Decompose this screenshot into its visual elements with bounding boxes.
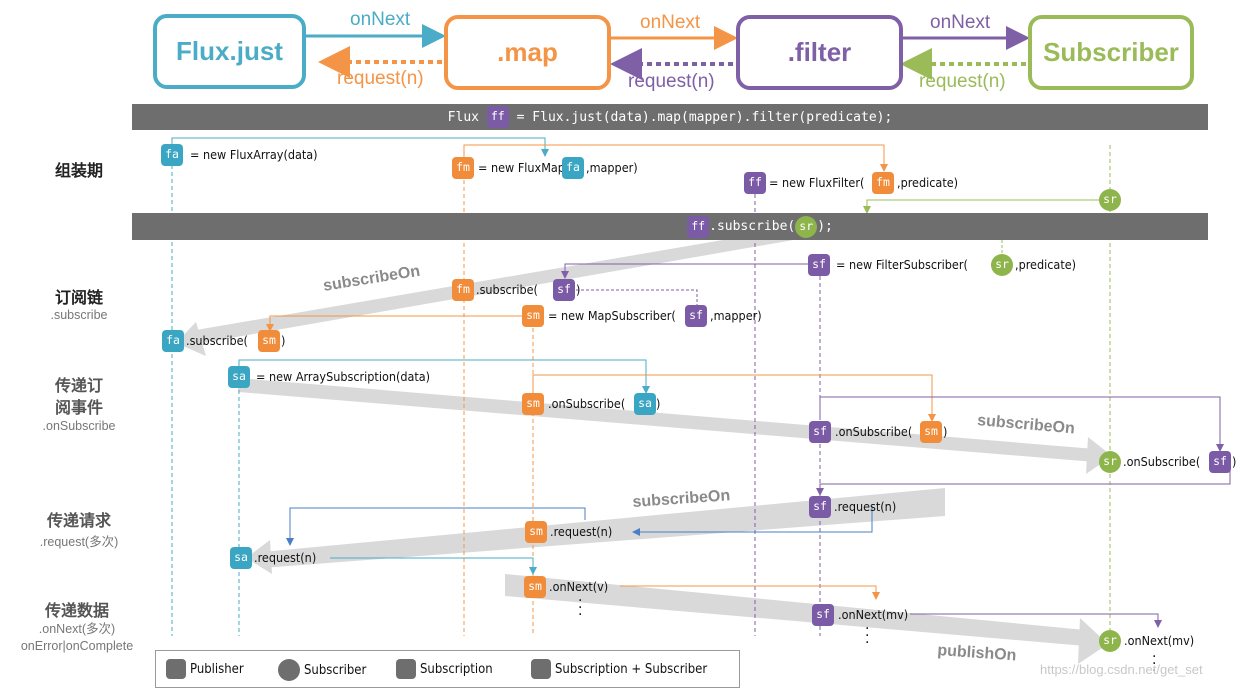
ff-badge: ff [687, 215, 710, 238]
fm-subscribe-text: .subscribe( [476, 282, 538, 297]
sf-badge: sf [809, 496, 831, 518]
sr-on-subscribe-text: .onSubscribe( [1123, 454, 1201, 469]
sm-badge: sm [522, 393, 544, 415]
sm-badge: sm [258, 330, 280, 352]
more-dots: ··· [578, 593, 583, 623]
fa-subscribe-text: .subscribe( [186, 333, 248, 348]
sf-request-text: .request(n) [834, 499, 897, 514]
stage-box-flux-just: Flux.just [153, 14, 306, 89]
stage-box-map: .map [444, 15, 611, 90]
onnext-label-3: onNext [930, 12, 991, 33]
close-paren: ) [1232, 454, 1237, 469]
sm-badge: sm [525, 521, 547, 543]
sr-badge: sr [1099, 630, 1121, 652]
sf-badge: sf [808, 254, 830, 276]
stage-box-subscriber: Subscriber [1028, 15, 1194, 90]
sr-badge: sr [991, 254, 1013, 276]
sf-on-next-text: .onNext(mv) [838, 607, 909, 622]
ff-badge: ff [486, 106, 509, 128]
legend-subscriber: Subscriber [278, 659, 366, 681]
onnext-label-1: onNext [350, 9, 411, 30]
close-paren: ) [943, 424, 948, 439]
sa-badge: sa [228, 366, 250, 388]
sr-badge: sr [1099, 189, 1121, 211]
square-icon [396, 659, 416, 679]
close-paren: ) [656, 396, 661, 411]
fa-badge: fa [161, 144, 183, 166]
code-bar-subscribe: ff .subscribe( sr ); [132, 213, 1208, 240]
sf-badge: sf [812, 604, 834, 626]
sa-badge: sa [230, 547, 252, 569]
sm-on-next-text: .onNext(v) [549, 579, 609, 594]
sf-new-predicate: ,predicate) [1015, 257, 1077, 272]
phase-subscribe-chain: 订阅链.subscribe [50, 288, 108, 322]
fm-new-mapper: ,mapper) [586, 160, 638, 175]
legend-subscription-subscriber: Subscription + Subscriber [531, 659, 707, 679]
sa-new-text: = new ArraySubscription(data) [256, 369, 431, 384]
phase-assembly: 组装期 [54, 161, 103, 180]
sr-badge: sr [795, 215, 818, 238]
legend-subscription: Subscription [396, 659, 493, 679]
close-paren: ) [281, 333, 286, 348]
sr-badge: sr [1099, 451, 1121, 473]
ff-badge: ff [744, 172, 766, 194]
watermark: https://blog.csdn.net/get_set [1040, 662, 1203, 677]
sa-badge: sa [634, 393, 656, 415]
fm-badge: fm [872, 172, 894, 194]
square-icon [531, 659, 551, 679]
phase-on-subscribe: 传递订 阅事件.onSubscribe [42, 376, 116, 433]
legend-publisher: Publisher [166, 659, 244, 679]
phase-request: 传递请求.request(多次) [39, 511, 119, 549]
close-paren: ) [576, 282, 581, 297]
sf-badge: sf [553, 279, 575, 301]
sf-badge: sf [1209, 451, 1231, 473]
fm-new-text: = new FluxMap( [478, 160, 570, 175]
phase-on-next: 传递数据.onNext(多次) onError|onComplete [20, 601, 134, 653]
sm-badge: sm [524, 576, 546, 598]
sm-request-text: .request(n) [550, 524, 613, 539]
sf-badge: sf [685, 305, 707, 327]
onnext-label-2: onNext [640, 12, 701, 33]
fm-badge: fm [452, 279, 474, 301]
sm-badge: sm [522, 305, 544, 327]
sf-on-subscribe-text: .onSubscribe( [835, 424, 913, 439]
ff-new-text: = new FluxFilter( [769, 175, 865, 190]
sa-request-text: .request(n) [254, 550, 317, 565]
sf-badge: sf [809, 421, 831, 443]
fa-badge: fa [162, 330, 184, 352]
fm-badge: fm [452, 157, 474, 179]
fa-badge: fa [562, 157, 584, 179]
sm-on-subscribe-text: .onSubscribe( [548, 396, 626, 411]
request-label-2: request(n) [628, 71, 715, 92]
fa-new-text: = new FluxArray(data) [190, 147, 318, 162]
legend: Publisher Subscriber Subscription Subscr… [155, 650, 740, 688]
request-label-3: request(n) [919, 71, 1006, 92]
sm-badge: sm [920, 421, 942, 443]
more-dots: ··· [865, 621, 870, 651]
ff-new-predicate: ,predicate) [897, 175, 959, 190]
sr-on-next-text: .onNext(mv) [1124, 633, 1195, 648]
request-label-1: request(n) [337, 68, 424, 89]
code-bar-declaration: Flux ff = Flux.just(data).map(mapper).fi… [132, 104, 1208, 130]
sm-new-mapper: ,mapper) [710, 308, 762, 323]
sm-new-text: = new MapSubscriber( [548, 308, 676, 323]
more-dots: ··· [1152, 649, 1157, 679]
circle-icon [278, 659, 300, 681]
square-icon [166, 659, 186, 679]
stage-box-filter: .filter [736, 15, 903, 90]
sf-new-text: = new FilterSubscriber( [836, 257, 968, 272]
